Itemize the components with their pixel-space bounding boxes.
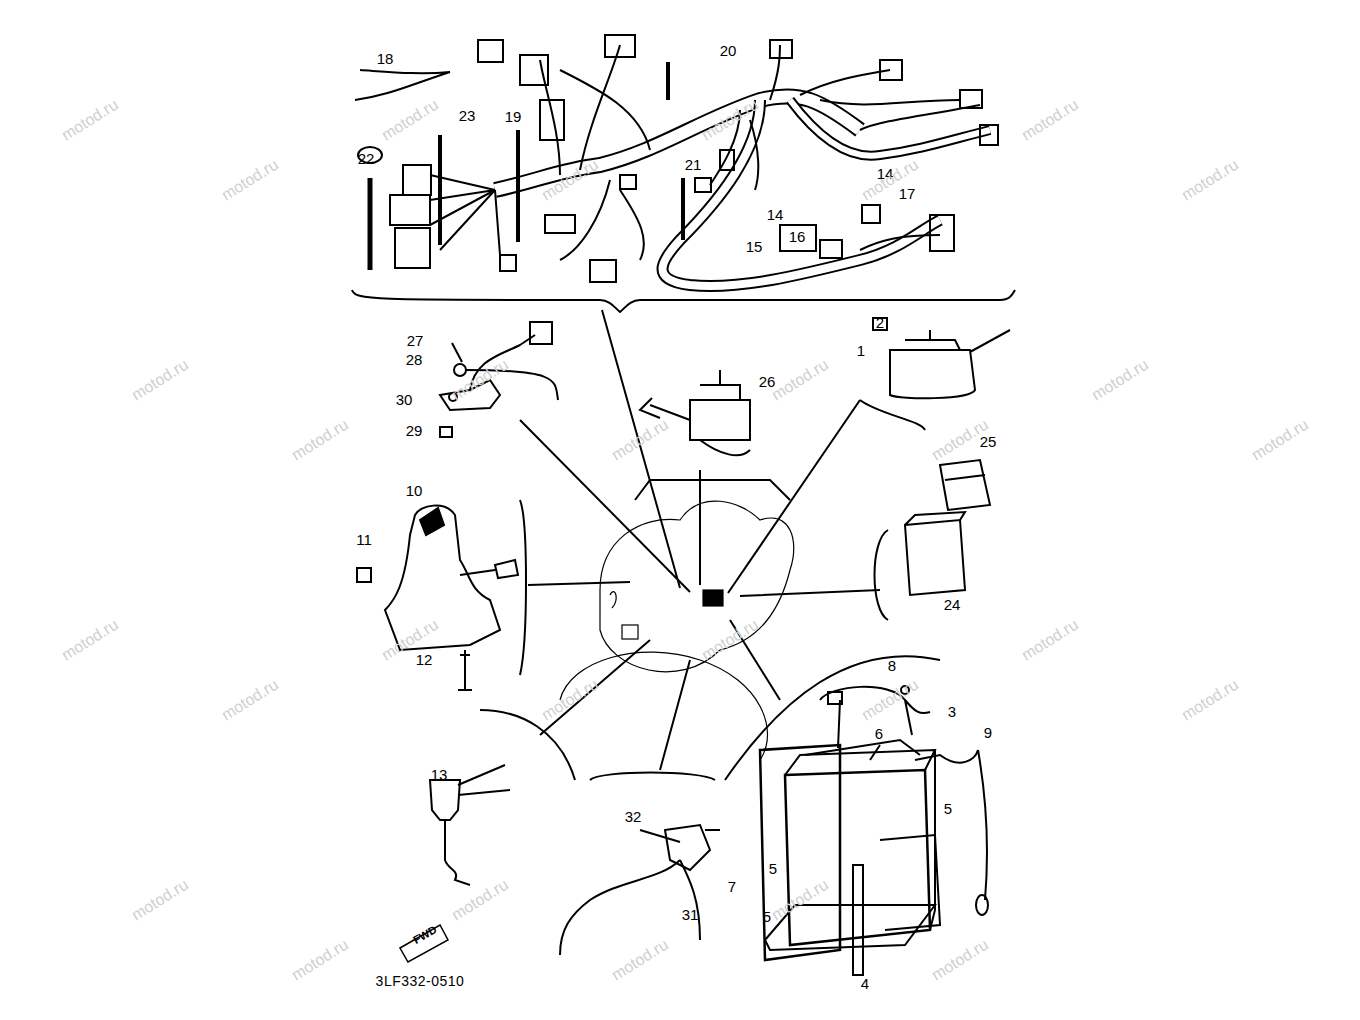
watermark: motod.ru [768, 356, 831, 405]
watermark: motod.ru [448, 876, 511, 925]
callout-number: 13 [431, 767, 448, 782]
callout-number: 5 [944, 801, 952, 816]
watermark: motod.ru [1178, 156, 1241, 205]
callout-number: 18 [377, 51, 394, 66]
watermark: motod.ru [608, 936, 671, 985]
callout-number: 9 [984, 725, 992, 740]
watermark: motod.ru [378, 96, 441, 145]
callout-number: 21 [685, 157, 702, 172]
watermark: motod.ru [58, 96, 121, 145]
watermark: motod.ru [128, 876, 191, 925]
callout-number: 24 [944, 597, 961, 612]
watermark: motod.ru [218, 676, 281, 725]
watermark: motod.ru [1248, 416, 1311, 465]
watermark: motod.ru [608, 416, 671, 465]
watermark: motod.ru [448, 356, 511, 405]
callout-number: 23 [459, 108, 476, 123]
callout-number: 4 [861, 976, 869, 991]
watermark: motod.ru [58, 616, 121, 665]
callout-number: 11 [356, 532, 372, 547]
callout-number: 12 [416, 652, 433, 667]
callout-number: 15 [746, 239, 763, 254]
watermark: motod.ru [288, 416, 351, 465]
callout-number: 6 [875, 726, 883, 741]
callout-number: 10 [406, 483, 423, 498]
callout-number: 22 [358, 151, 375, 166]
callout-number: 14 [767, 207, 784, 222]
callout-number: 2 [876, 315, 884, 330]
watermark: motod.ru [1018, 616, 1081, 665]
callout-number: 7 [728, 879, 736, 894]
direction-arrow-label: FWD [411, 924, 438, 946]
watermark: motod.ru [928, 936, 991, 985]
watermark: motod.ru [1018, 96, 1081, 145]
watermark: motod.ru [218, 156, 281, 205]
callout-number: 27 [407, 333, 424, 348]
drawing-code: 3LF332-0510 [376, 974, 465, 988]
watermark: motod.ru [1178, 676, 1241, 725]
callout-number: 1 [857, 343, 865, 358]
callout-number: 16 [789, 229, 806, 244]
watermark: motod.ru [128, 356, 191, 405]
callout-number: 32 [625, 809, 642, 824]
watermark: motod.ru [288, 936, 351, 985]
watermark: motod.ru [858, 676, 921, 725]
watermark: motod.ru [538, 676, 601, 725]
callout-number: 28 [406, 352, 423, 367]
callout-number: 20 [720, 43, 737, 58]
callout-number: 8 [888, 658, 896, 673]
callout-number: 5 [769, 861, 777, 876]
callout-number: 30 [396, 392, 413, 407]
callout-number: 17 [899, 186, 916, 201]
callout-number: 19 [505, 109, 522, 124]
watermark: motod.ru [768, 876, 831, 925]
callout-number: 31 [682, 907, 699, 922]
callout-number: 3 [948, 704, 956, 719]
watermark: motod.ru [1088, 356, 1151, 405]
callout-number: 29 [406, 423, 423, 438]
frame-sketch [560, 501, 794, 760]
wire-harness [355, 35, 998, 286]
